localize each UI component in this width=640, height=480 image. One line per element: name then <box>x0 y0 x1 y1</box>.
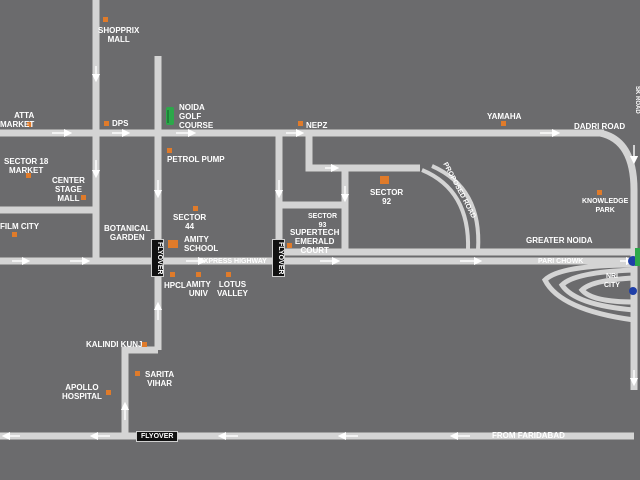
label-greater-noida: GREATER NOIDA <box>526 236 593 245</box>
label-botanical-garden: BOTANICAL GARDEN <box>104 224 151 242</box>
label-nri-city: NRI CITY <box>604 273 620 289</box>
label-yamaha: YAMAHA <box>487 112 522 121</box>
label-atta-market: ATTA MARKET <box>0 111 35 129</box>
label-lotus-valley: LOTUS VALLEY <box>217 280 248 298</box>
pari-chowk-loops <box>541 262 635 323</box>
label-kalindi-kunj: KALINDI KUNJ <box>86 340 143 349</box>
label-nepz: NEPZ <box>306 121 328 130</box>
label-sector-92: SECTOR 92 <box>370 188 404 206</box>
label-amity-school: AMITY SCHOOL <box>184 235 219 253</box>
label-amity-univ: AMITY UNIV <box>186 280 211 298</box>
label-noida-golf-course: NOIDA GOLF COURSE <box>179 103 214 130</box>
label-dps: DPS <box>112 119 129 128</box>
label-petrol-pump: PETROL PUMP <box>167 155 225 164</box>
label-sector-18-market: SECTOR 18 MARKET <box>4 157 49 175</box>
place-markers <box>12 17 602 395</box>
label-hpcl: HPCL <box>164 281 186 290</box>
label-knowledge-park: KNOWLEDGE PARK <box>582 198 629 214</box>
label-center-stage-mall: CENTER STAGE MALL <box>52 176 85 203</box>
road-sarita <box>121 346 158 436</box>
label-sk-road: SK ROAD <box>634 86 640 114</box>
label-shopprix-mall: SHOPPRIX MALL <box>98 26 140 44</box>
label-sarita-vihar: SARITA VIHAR <box>145 370 175 388</box>
flyover-sign-3: FLYOVER <box>136 431 179 442</box>
flyover-sign-2: FLYOVER <box>272 239 285 278</box>
label-express-highway: EXPRESS HIGHWAY <box>199 258 267 265</box>
label-film-city: FILM CITY <box>0 222 40 231</box>
golf-course-icon <box>166 107 174 125</box>
nri-junction <box>629 287 637 295</box>
label-sector-93: SECTOR 93 <box>308 213 338 229</box>
label-pari-chowk: PARI CHOWK <box>538 258 584 265</box>
label-from-faridabad: FROM FARIDABAD <box>492 431 565 440</box>
label-supertech-emerald-court: SUPERTECH EMERALD COURT <box>290 228 340 255</box>
road-dadri-curve <box>599 129 638 390</box>
flyover-sign-1: FLYOVER <box>151 239 164 278</box>
green-marker-east <box>635 248 640 266</box>
label-sector-44: SECTOR 44 <box>173 213 207 231</box>
label-apollo-hospital: APOLLO HOSPITAL <box>62 383 102 401</box>
label-dadri-road: DADRI ROAD <box>574 122 626 131</box>
proposed-road-curves <box>421 164 481 251</box>
